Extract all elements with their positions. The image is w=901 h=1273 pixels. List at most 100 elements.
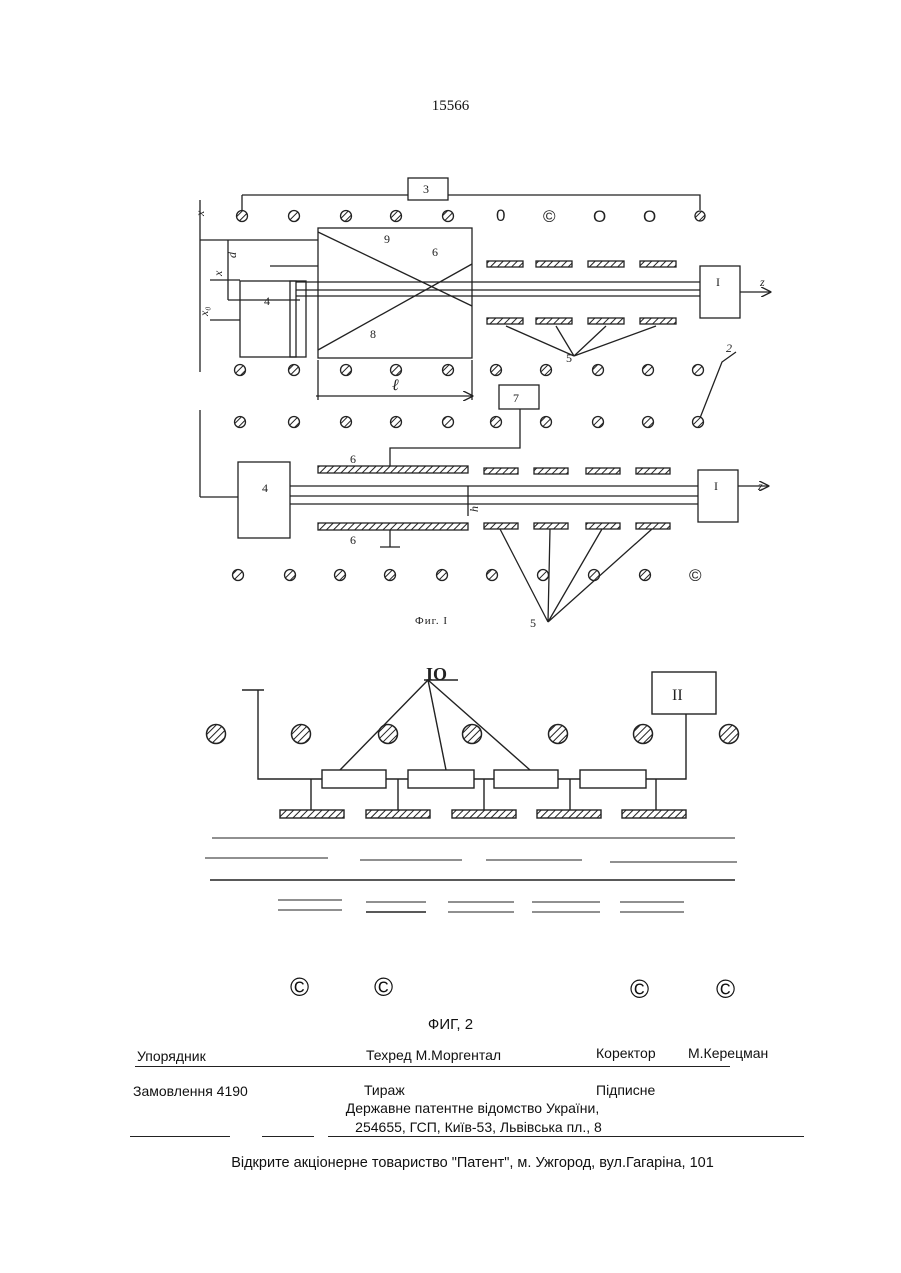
compiler-label: Упорядник xyxy=(137,1048,206,1064)
label-block-3: 3 xyxy=(423,182,429,196)
magnet-poles-fig2 xyxy=(207,725,739,744)
hatched-pole-r4-6 xyxy=(538,570,549,581)
hatched-pole-r3-7 xyxy=(593,417,604,428)
label-block-7: 7 xyxy=(513,391,519,405)
hatched-pole-r2-8 xyxy=(643,365,654,376)
corrector-label: Коректор xyxy=(596,1045,656,1061)
label-axis-z-bottom: z xyxy=(757,479,763,493)
figure-2 xyxy=(205,672,737,912)
patent-office-line-2: 254655, ГСП, Київ-53, Львівська пл., 8 xyxy=(28,1119,901,1135)
copyright-mark-3: © xyxy=(630,974,649,1004)
hatched-pole-r1-0 xyxy=(237,211,248,222)
label-block-4-bottom: 4 xyxy=(262,481,268,495)
label-ref-5-bottom: 5 xyxy=(530,616,536,630)
label-dim-x: x xyxy=(211,270,225,277)
hatched-pole-r2-9 xyxy=(693,365,704,376)
block-11 xyxy=(652,672,716,714)
hatched-pole-r1-1 xyxy=(289,211,300,222)
open-circle-4: O xyxy=(643,207,656,226)
label-dim-x0: x₀ xyxy=(197,307,211,318)
imprint-rule-2c xyxy=(328,1136,804,1137)
label-axis-x: x xyxy=(193,210,207,217)
label-ref-2: 2 xyxy=(726,341,732,355)
label-dim-l: ℓ xyxy=(392,377,399,394)
corrector-name: М.Керецман xyxy=(688,1045,768,1061)
techred: Техред М.Моргентал xyxy=(366,1047,501,1063)
label-ref-10: IO xyxy=(426,664,447,684)
label-ref-8: 8 xyxy=(370,327,376,341)
circulation: Тираж xyxy=(364,1082,405,1098)
open-circle-2: © xyxy=(543,207,556,226)
hatched-pole-fig2-3 xyxy=(463,725,482,744)
hatched-pole-r2-0 xyxy=(235,365,246,376)
figure-1 xyxy=(200,178,770,622)
label-axis-z-top: z xyxy=(759,275,765,289)
label-ref-6-top: 6 xyxy=(432,245,438,259)
hatched-pole-r3-9 xyxy=(693,417,704,428)
hatched-pole-r4-1 xyxy=(285,570,296,581)
hatched-pole-r3-3 xyxy=(391,417,402,428)
figure-1-caption: Фиг. I xyxy=(415,615,448,627)
label-ref-6-mid: 6 xyxy=(350,452,356,466)
block-7 xyxy=(499,385,539,409)
hatched-pole-fig2-1 xyxy=(292,725,311,744)
imprint-rule-2b xyxy=(262,1136,314,1137)
hatched-pole-r3-2 xyxy=(341,417,352,428)
block-4-bottom xyxy=(238,462,290,538)
figure-2-caption: ФИГ, 2 xyxy=(0,1016,901,1033)
hatched-pole-r4-3 xyxy=(385,570,396,581)
hatched-pole-r1-2 xyxy=(341,211,352,222)
hatched-pole-r4-0 xyxy=(233,570,244,581)
open-circle-1: 0 xyxy=(496,206,505,225)
hatched-pole-r4-5 xyxy=(487,570,498,581)
hatched-pole-r2-2 xyxy=(341,365,352,376)
subscription: Підписне xyxy=(596,1082,655,1098)
hatched-pole-r4-2 xyxy=(335,570,346,581)
hatched-pole-r3-6 xyxy=(541,417,552,428)
label-ref-5-top: 5 xyxy=(566,351,572,365)
hatched-pole-r3-0 xyxy=(235,417,246,428)
hatched-pole-fig2-2 xyxy=(379,725,398,744)
block-I-bottom xyxy=(698,470,738,522)
label-ref-6-low: 6 xyxy=(350,533,356,547)
block-4-top xyxy=(240,281,296,357)
hatched-pole-r1-3 xyxy=(391,211,402,222)
block-6-top xyxy=(318,228,472,358)
copyright-mark-2: © xyxy=(374,972,393,1002)
open-circle-5: © xyxy=(689,566,702,585)
hatched-pole-fig2-4 xyxy=(549,725,568,744)
hatched-pole-r1-end xyxy=(695,211,705,221)
hatched-pole-r2-5 xyxy=(491,365,502,376)
hatched-pole-r3-4 xyxy=(443,417,454,428)
label-block-I-bottom: I xyxy=(714,479,718,493)
order-number: Замовлення 4190 xyxy=(133,1083,248,1099)
patent-office-line-1: Державне патентне відомство України, xyxy=(22,1100,901,1116)
imprint-rule-1 xyxy=(135,1066,730,1067)
hatched-pole-r3-1 xyxy=(289,417,300,428)
hatched-pole-r4-4 xyxy=(437,570,448,581)
block-I-top xyxy=(700,266,740,318)
hatched-pole-fig2-0 xyxy=(207,725,226,744)
label-block-4-top: 4 xyxy=(264,294,270,308)
label-dim-d: d xyxy=(225,251,239,258)
hatched-pole-r2-6 xyxy=(541,365,552,376)
imprint-rule-2a xyxy=(130,1136,230,1137)
copyright-mark-1: © xyxy=(290,972,309,1002)
hatched-pole-r3-8 xyxy=(643,417,654,428)
hatched-pole-r4-7 xyxy=(589,570,600,581)
hatched-pole-r3-5 xyxy=(491,417,502,428)
hatched-pole-fig2-6 xyxy=(720,725,739,744)
hatched-pole-r2-4 xyxy=(443,365,454,376)
hatched-pole-r4-8 xyxy=(640,570,651,581)
copyright-mark-4: © xyxy=(716,974,735,1004)
label-dim-h: h xyxy=(467,506,481,512)
publisher-line: Відкрите акціонерне товариство "Патент",… xyxy=(22,1155,901,1171)
label-ref-9: 9 xyxy=(384,232,390,246)
hatched-pole-r1-4 xyxy=(443,211,454,222)
label-block-11: II xyxy=(672,687,683,704)
open-circle-3: O xyxy=(593,207,606,226)
hatched-pole-r2-3 xyxy=(391,365,402,376)
label-block-I-top: I xyxy=(716,275,720,289)
hatched-pole-r2-7 xyxy=(593,365,604,376)
hatched-pole-fig2-5 xyxy=(634,725,653,744)
